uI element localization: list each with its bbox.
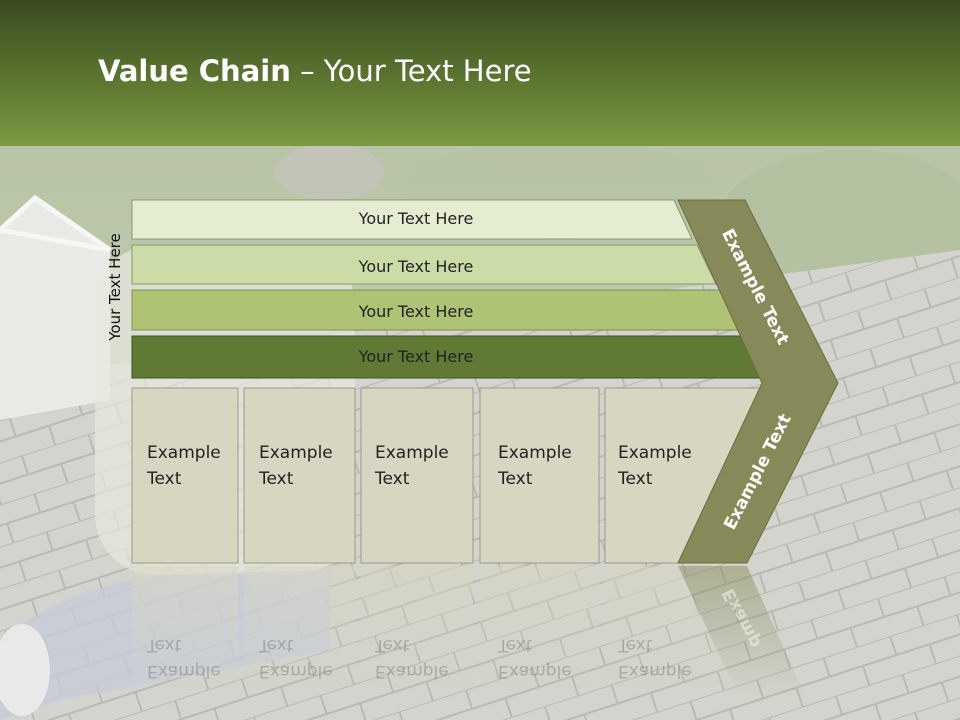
step-box-4-line1: Example bbox=[498, 443, 572, 463]
step-box-5-reflection: Example Text bbox=[618, 632, 692, 684]
box-reflection bbox=[244, 566, 355, 696]
step-box-4-reflection: Example Text bbox=[498, 632, 572, 684]
step-box-1-line2: Text bbox=[147, 469, 182, 489]
side-label: Your Text Here bbox=[106, 233, 124, 341]
box-reflection bbox=[605, 566, 740, 696]
house-gable-trim bbox=[0, 194, 112, 253]
step-box-3 bbox=[360, 387, 474, 564]
worker-cap bbox=[275, 144, 385, 200]
bar-1 bbox=[131, 199, 693, 240]
value-chevron bbox=[677, 199, 839, 564]
step-box-4-reflection-line2: Text bbox=[498, 635, 533, 655]
step-box-2-reflection-line2: Text bbox=[259, 635, 294, 655]
bar-2 bbox=[131, 244, 717, 285]
step-box-2-line1: Example bbox=[259, 443, 333, 463]
worker-shoe bbox=[0, 624, 50, 716]
step-box-1-line1: Example bbox=[147, 443, 221, 463]
step-box-4-reflection-line1: Example bbox=[498, 661, 572, 681]
title-bar bbox=[0, 0, 960, 146]
box-reflection bbox=[480, 566, 599, 696]
step-box-1-reflection-line2: Text bbox=[147, 635, 182, 655]
step-box-5-reflection-line2: Text bbox=[618, 635, 653, 655]
chevron-reflection bbox=[678, 566, 805, 696]
step-box-2 bbox=[243, 387, 356, 564]
step-box-3-line1: Example bbox=[375, 443, 449, 463]
box-reflection bbox=[132, 566, 238, 696]
step-box-1 bbox=[131, 387, 239, 564]
step-box-3-reflection-line1: Example bbox=[375, 661, 449, 681]
title-bold: Value Chain bbox=[98, 54, 291, 88]
slide-title: Value Chain – Your Text Here bbox=[98, 54, 532, 88]
step-box-1-reflection: Example Text bbox=[147, 632, 221, 684]
step-box-5-line2: Text bbox=[618, 469, 653, 489]
foliage bbox=[720, 150, 960, 290]
step-box-4-line2: Text bbox=[498, 469, 533, 489]
house-gable bbox=[0, 198, 110, 420]
bar-2-label: Your Text Here bbox=[358, 257, 474, 276]
step-box-3-line2: Text bbox=[375, 469, 410, 489]
step-box-5-line1: Example bbox=[618, 443, 692, 463]
bar-4-label: Your Text Here bbox=[358, 347, 474, 366]
box-reflection bbox=[361, 566, 473, 696]
step-box-5-reflection-line1: Example bbox=[618, 661, 692, 681]
step-box-1-reflection-line1: Example bbox=[147, 661, 221, 681]
title-rest: – Your Text Here bbox=[290, 54, 532, 88]
bar-3-label: Your Text Here bbox=[358, 302, 474, 321]
step-box-2-reflection: Example Text bbox=[259, 632, 333, 684]
step-box-2-reflection-line1: Example bbox=[259, 661, 333, 681]
step-box-4 bbox=[479, 387, 600, 564]
step-box-3-reflection-line2: Text bbox=[375, 635, 410, 655]
bar-1-label: Your Text Here bbox=[358, 209, 474, 228]
step-box-3-reflection: Example Text bbox=[375, 632, 449, 684]
step-box-2-line2: Text bbox=[259, 469, 294, 489]
